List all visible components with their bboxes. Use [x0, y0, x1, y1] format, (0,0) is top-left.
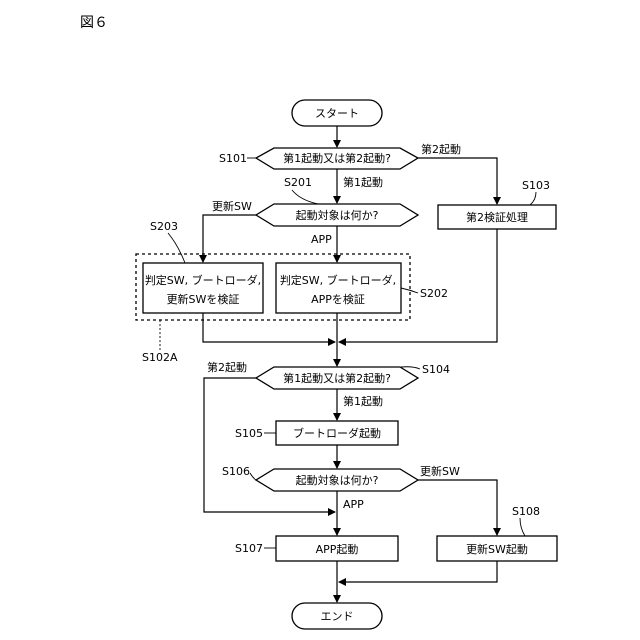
leader-s106 — [250, 473, 256, 480]
verify-updater-line2: 更新SWを検証 — [167, 292, 240, 306]
ref-s106: S106 — [222, 465, 250, 478]
leader-s201 — [292, 190, 318, 204]
edge-update-merge-end — [339, 561, 497, 582]
start-label: スタート — [315, 107, 359, 120]
ref-s105: S105 — [235, 427, 263, 440]
verify-app-line2: APPを検証 — [311, 292, 365, 306]
boot-app-label: APP起動 — [316, 542, 359, 556]
leader-s108 — [520, 518, 525, 536]
branch-second-boot-b: 第2起動 — [207, 360, 247, 374]
leader-s203 — [168, 233, 185, 263]
ref-s107: S107 — [235, 542, 263, 555]
ref-s201: S201 — [284, 176, 312, 189]
end-label: エンド — [321, 610, 354, 623]
second-check-label: 第1起動又は第2起動? — [283, 371, 391, 385]
edge-target-update — [203, 215, 256, 262]
leader-s103 — [530, 192, 536, 205]
edge-target2-update — [418, 480, 497, 535]
ref-s202: S202 — [420, 287, 448, 300]
boot-target-2-label: 起動対象は何か? — [296, 473, 379, 487]
verify-app-line1: 判定SW, ブートローダ, — [280, 273, 396, 287]
ref-s102a: S102A — [142, 351, 178, 364]
first-check-label: 第1起動又は第2起動? — [283, 151, 391, 165]
edge-check-second — [418, 158, 497, 204]
boot-bootloader-label: ブートローダ起動 — [293, 426, 381, 440]
ref-s203: S203 — [150, 220, 178, 233]
ref-s104: S104 — [422, 363, 450, 376]
branch-second-boot-a: 第2起動 — [421, 142, 461, 156]
branch-first-boot-b: 第1起動 — [343, 394, 383, 408]
ref-s103: S103 — [522, 179, 550, 192]
branch-app-a: APP — [311, 233, 332, 246]
edge-verify-update-merge — [203, 313, 335, 342]
verify-second-label: 第2検証処理 — [466, 210, 528, 224]
ref-s108: S108 — [512, 505, 540, 518]
branch-update-sw-a: 更新SW — [212, 199, 252, 213]
branch-update-sw-b: 更新SW — [420, 464, 460, 478]
s102a-region — [136, 254, 410, 320]
ref-s101: S101 — [219, 152, 247, 165]
branch-app-b: APP — [343, 498, 364, 511]
boot-target-1-label: 起動対象は何か? — [296, 208, 379, 222]
boot-updater-label: 更新SW起動 — [466, 542, 528, 556]
verify-updater-line1: 判定SW, ブートローダ, — [145, 273, 261, 287]
branch-first-boot-a: 第1起動 — [343, 175, 383, 189]
